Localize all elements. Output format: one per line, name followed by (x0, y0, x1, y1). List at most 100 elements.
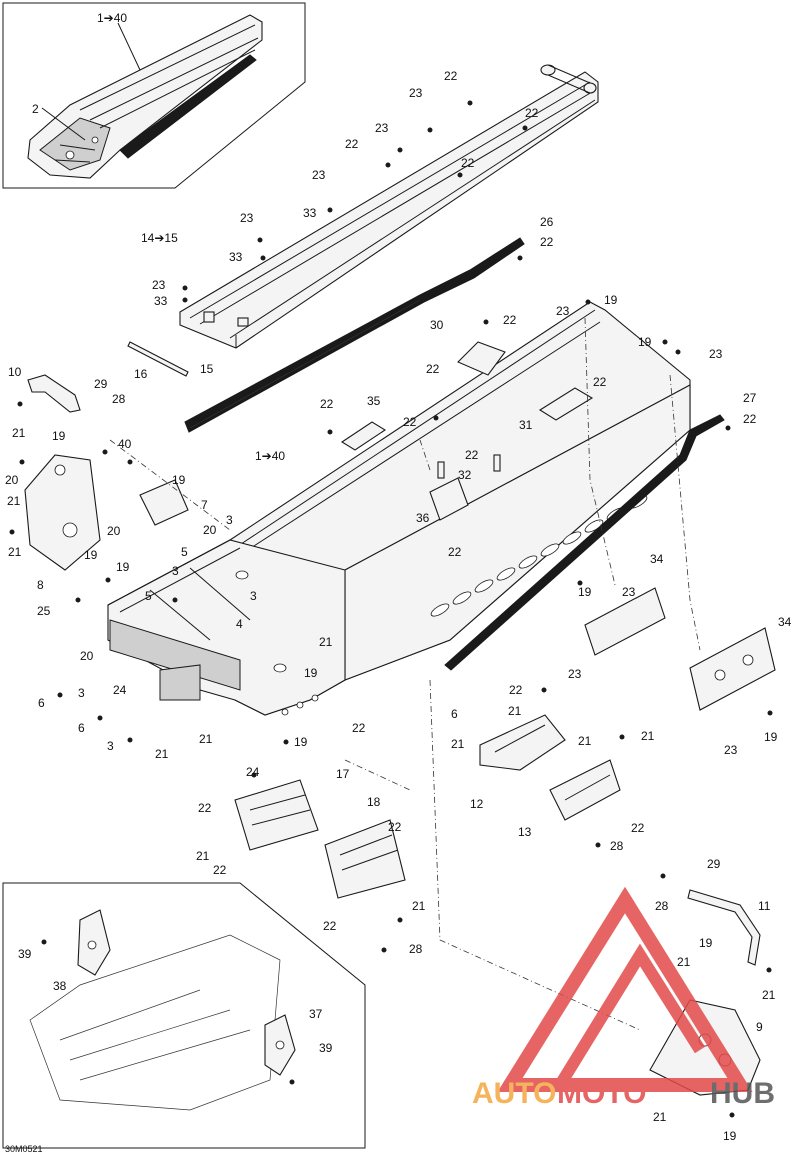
callout-label: 21 (641, 729, 655, 743)
arm-10 (27, 374, 81, 413)
callout-label: 3 (78, 686, 85, 700)
main-tunnel-frame (107, 301, 691, 716)
callout-label: 6 (451, 707, 458, 721)
callout-label: 39 (18, 947, 32, 961)
callout-label: 22 (426, 362, 440, 376)
callout-label: 22 (631, 821, 645, 835)
callout-label: 22 (503, 313, 517, 327)
callout-label: 19 (578, 585, 592, 599)
callout-label: 21 (196, 849, 210, 863)
callout-label: 19 (116, 560, 130, 574)
callout-label: 21 (451, 737, 465, 751)
callout-label: 33 (303, 206, 317, 220)
rod (127, 341, 189, 377)
callout-label: 30 (430, 318, 444, 332)
callout-label: 22 (213, 863, 227, 877)
callout-label: 22 (461, 156, 475, 170)
callout-label: 28 (610, 839, 624, 853)
stud-32b (493, 454, 501, 472)
bracket-8 (24, 454, 101, 571)
plate-35 (340, 421, 387, 451)
callout-label: 15 (200, 362, 214, 376)
watermark-logo: AUTO MOTO HUB (472, 886, 775, 1110)
callout-label: 23 (568, 667, 582, 681)
callout-label: 21 (653, 1110, 667, 1124)
callout-label: 22 (593, 375, 607, 389)
bracket-12 (479, 714, 566, 771)
plate-30 (457, 341, 506, 376)
callout-label: 22 (403, 415, 417, 429)
callout-label: 21 (8, 545, 22, 559)
callout-label: 1➔40 (255, 449, 285, 463)
callout-label: 21 (762, 988, 776, 1002)
bar-11 (687, 889, 761, 966)
callout-label: 22 (448, 545, 462, 559)
callout-label: 3 (172, 564, 179, 578)
callout-label: 36 (416, 511, 430, 525)
callout-label: 32 (458, 468, 472, 482)
callout-label: 22 (444, 69, 458, 83)
callout-label: 21 (412, 899, 426, 913)
tunnel-rail-assembly (179, 64, 599, 349)
callout-label: 23 (409, 86, 423, 100)
watermark-triangle-outer (497, 886, 753, 1092)
callout-label: 28 (409, 942, 423, 956)
callout-label: 39 (319, 1041, 333, 1055)
callout-label: 21 (508, 704, 522, 718)
callout-label: 20 (80, 649, 94, 663)
callout-label: 9 (756, 1020, 763, 1034)
callout-label: 29 (94, 377, 108, 391)
callout-label: 19 (699, 936, 713, 950)
callout-label: 33 (229, 250, 243, 264)
diagram-code: 30M0521 (5, 1144, 43, 1154)
callout-label: 6 (78, 721, 85, 735)
callout-label: 3 (226, 513, 233, 527)
callout-label: 22 (525, 106, 539, 120)
callout-label: 28 (112, 392, 126, 406)
callout-label: 23 (312, 168, 326, 182)
watermark-auto: AUTO (472, 1077, 556, 1110)
callout-label: 28 (655, 899, 669, 913)
callout-label: 34 (650, 552, 664, 566)
callout-label: 22 (352, 721, 366, 735)
right-slide-strip (444, 414, 725, 671)
watermark-hub: HUB (710, 1077, 775, 1110)
callout-label: 7 (201, 498, 208, 512)
callout-label: 19 (294, 735, 308, 749)
callout-label: 22 (198, 801, 212, 815)
callout-label: 19 (172, 473, 186, 487)
callout-label: 14➔15 (141, 231, 178, 245)
callout-label: 23 (152, 278, 166, 292)
callout-label: 31 (519, 418, 533, 432)
callout-label: 8 (37, 578, 44, 592)
callout-label: 3 (107, 739, 114, 753)
callout-label: 18 (367, 795, 381, 809)
callout-label: 29 (707, 857, 721, 871)
callout-label: 19 (84, 548, 98, 562)
callout-label: 19 (52, 429, 66, 443)
plate-36 (429, 477, 469, 521)
callout-label: 5 (145, 589, 152, 603)
callout-label: 19 (304, 666, 318, 680)
callout-label: 19 (723, 1129, 737, 1143)
callout-label: 17 (336, 767, 350, 781)
callout-label: 22 (388, 820, 402, 834)
callout-label: 3 (250, 589, 257, 603)
watermark-triangle-inner (554, 943, 706, 1089)
inset-engine-mounts (29, 909, 296, 1111)
callout-label: 23 (724, 743, 738, 757)
callout-label: 19 (604, 293, 618, 307)
watermark-moto: MOTO (557, 1077, 646, 1110)
assembly-leaders (109, 317, 701, 1031)
callout-label: 19 (764, 730, 778, 744)
callout-label: 23 (375, 121, 389, 135)
callout-label: 6 (38, 696, 45, 710)
callout-label: 11 (758, 899, 771, 913)
fasteners (9, 100, 773, 1118)
callout-label: 5 (181, 545, 188, 559)
callout-label: 23 (622, 585, 636, 599)
callout-label: 10 (8, 365, 22, 379)
callout-label: 21 (677, 955, 691, 969)
callout-label: 21 (578, 734, 592, 748)
callout-label: 13 (518, 825, 532, 839)
